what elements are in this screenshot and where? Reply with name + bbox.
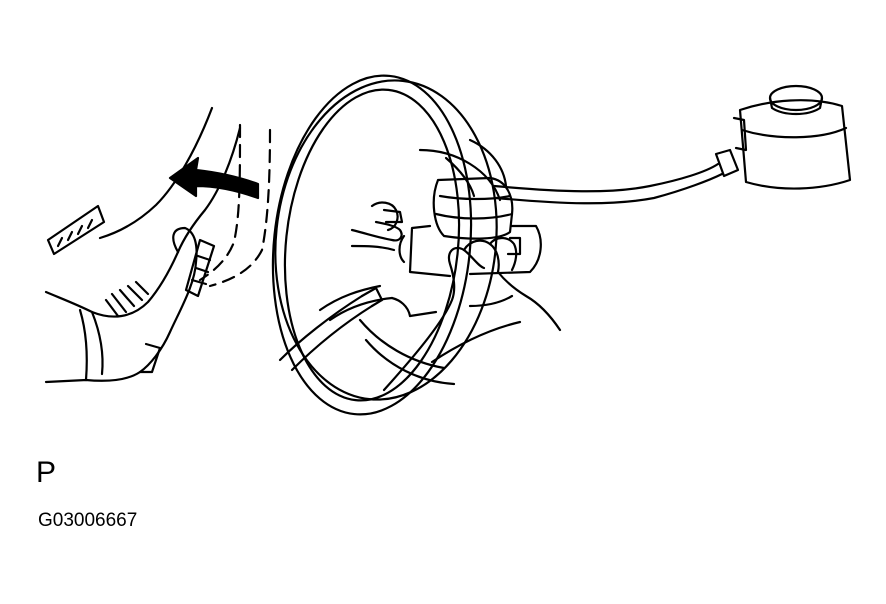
figure-letter: P (36, 456, 57, 489)
hand-icon (350, 220, 562, 392)
leg-icon (44, 106, 242, 384)
hose-icon (492, 148, 740, 205)
pedal-travel-icon (198, 123, 272, 288)
brake-booster-icon (271, 74, 508, 416)
figure-code: G03006667 (38, 510, 138, 531)
brake-line-icon (278, 284, 438, 372)
reservoir-icon (732, 84, 852, 190)
brake-pedal-icon (46, 204, 216, 298)
arrow-icon (168, 156, 260, 200)
